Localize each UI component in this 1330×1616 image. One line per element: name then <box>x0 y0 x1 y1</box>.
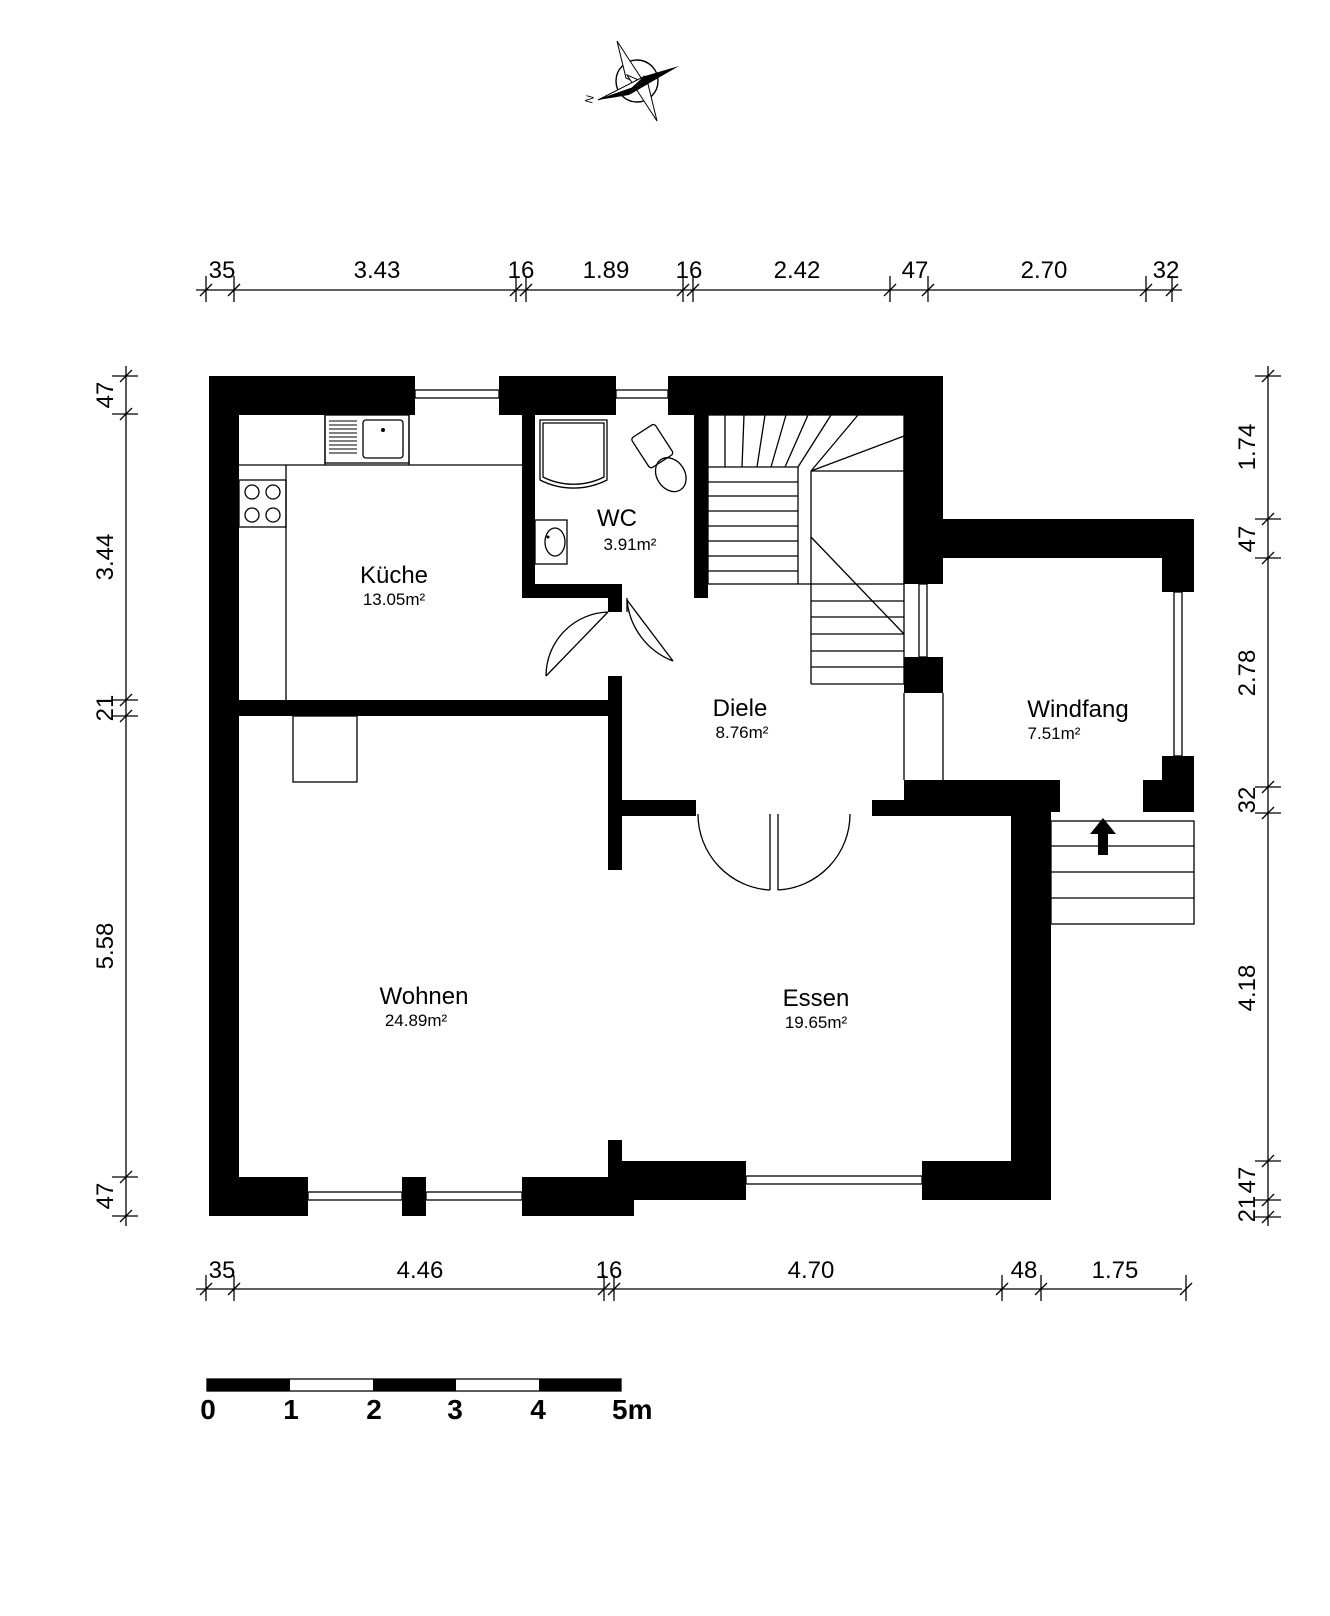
toilet-icon <box>631 423 687 493</box>
compass-rose-icon: N <box>583 40 679 122</box>
scale-label-5: 5m <box>612 1394 652 1425</box>
room-name-wohnen: Wohnen <box>380 983 469 1010</box>
door-swings <box>545 598 851 891</box>
room-label-wc: WC 3.91m² <box>597 505 657 554</box>
window-details <box>307 389 1183 1201</box>
dim-top-8: 2.70 <box>1021 257 1068 284</box>
dim-left-2: 3.44 <box>92 534 119 581</box>
dim-left-5: 47 <box>92 1183 119 1210</box>
dim-bottom-5: 48 <box>1011 1257 1038 1284</box>
staircase <box>707 414 905 685</box>
scale-label-1: 1 <box>283 1394 299 1425</box>
walls <box>209 376 1194 1216</box>
scale-label-2: 2 <box>366 1394 382 1425</box>
room-name-essen: Essen <box>783 985 850 1012</box>
room-label-wohnen: Wohnen 24.89m² <box>380 983 469 1030</box>
room-area-wc: 3.91m² <box>604 535 657 554</box>
room-label-windfang: Windfang 7.51m² <box>1027 696 1128 743</box>
dimension-line-left: 47 3.44 21 5.58 47 <box>92 366 138 1226</box>
dim-bottom-2: 4.46 <box>397 1257 444 1284</box>
dim-bottom-1: 35 <box>209 1257 236 1284</box>
room-area-kueche: 13.05m² <box>363 590 426 609</box>
dim-left-4: 5.58 <box>92 923 119 970</box>
dim-right-1: 1.74 <box>1234 424 1261 471</box>
room-area-windfang: 7.51m² <box>1028 724 1081 743</box>
dim-right-5: 4.18 <box>1234 965 1261 1012</box>
scale-label-4: 4 <box>530 1394 546 1425</box>
room-area-wohnen: 24.89m² <box>385 1011 448 1030</box>
dim-right-4: 32 <box>1234 787 1261 814</box>
dim-bottom-3: 16 <box>596 1257 623 1284</box>
dimension-line-right: 1.74 47 2.78 32 4.18 47 21 <box>1234 366 1281 1226</box>
dim-top-9: 32 <box>1153 257 1180 284</box>
room-name-wc: WC <box>597 505 637 532</box>
dim-right-6: 47 <box>1234 1167 1261 1194</box>
dim-top-3: 16 <box>508 257 535 284</box>
dim-top-7: 47 <box>902 257 929 284</box>
dim-top-5: 16 <box>676 257 703 284</box>
entrance-arrow-icon <box>1090 818 1116 855</box>
compass-north-label: N <box>583 94 597 105</box>
stove-icon <box>238 479 287 528</box>
room-name-windfang: Windfang <box>1027 696 1128 723</box>
room-label-kueche: Küche 13.05m² <box>360 562 428 609</box>
dimension-line-top: 35 3.43 16 1.89 16 2.42 47 2.70 32 <box>196 257 1182 302</box>
dim-top-1: 35 <box>209 257 236 284</box>
room-label-essen: Essen 19.65m² <box>783 985 850 1032</box>
dim-top-4: 1.89 <box>583 257 630 284</box>
dimension-line-bottom: 35 4.46 16 4.70 48 1.75 <box>196 1257 1193 1301</box>
room-area-essen: 19.65m² <box>785 1013 848 1032</box>
openings <box>308 376 1194 1216</box>
shower-icon <box>539 419 608 489</box>
dim-top-6: 2.42 <box>774 257 821 284</box>
room-name-diele: Diele <box>713 695 768 722</box>
dim-right-7: 21 <box>1234 1196 1261 1223</box>
room-label-diele: Diele 8.76m² <box>713 695 769 742</box>
dim-bottom-6: 1.75 <box>1092 1257 1139 1284</box>
entrance-steps <box>1050 820 1195 925</box>
kitchen-sink-icon <box>324 414 410 464</box>
room-name-kueche: Küche <box>360 562 428 589</box>
room-area-diele: 8.76m² <box>716 723 769 742</box>
dim-top-2: 3.43 <box>354 257 401 284</box>
dim-right-3: 2.78 <box>1234 650 1261 697</box>
washbasin-icon <box>534 519 568 565</box>
dim-left-1: 47 <box>92 382 119 409</box>
dim-right-2: 47 <box>1234 526 1261 553</box>
scale-label-3: 3 <box>447 1394 463 1425</box>
chimney-block <box>292 715 358 783</box>
dim-left-3: 21 <box>92 695 119 722</box>
scale-label-0: 0 <box>200 1394 216 1425</box>
dim-bottom-4: 4.70 <box>788 1257 835 1284</box>
scale-bar: 0 1 2 3 4 5m <box>200 1378 652 1425</box>
